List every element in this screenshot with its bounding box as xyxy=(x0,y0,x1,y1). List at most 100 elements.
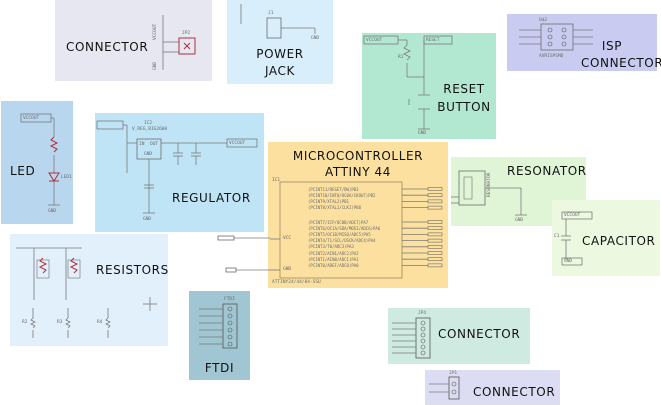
ftdi-pin xyxy=(227,320,233,326)
mcu-designator: IC1 xyxy=(272,178,281,183)
connector-top-pin-vcc: VCCOUT xyxy=(153,23,158,40)
power-jack-designator: J1 xyxy=(268,11,274,16)
isp-designator: U$2 xyxy=(539,18,548,23)
connector-mid-label: CONNECTOR xyxy=(438,327,521,341)
mcu-net-label-box xyxy=(427,232,443,237)
resistors-block: R2 R3 R4 RESISTORS xyxy=(10,234,168,346)
connector-top-schematic xyxy=(162,15,196,70)
mcu-pin-right: (PCINT2/AIN1/ADC2)PA2 xyxy=(308,250,359,256)
regulator-pin-gnd-label: GND xyxy=(144,152,153,157)
mcu-label-line2: ATTINY 44 xyxy=(324,165,392,179)
mcu-pin-right: (PCINT8/XTAL1/CLKI)PB0 xyxy=(308,205,361,211)
mcu-pin-right: (PCINT7/ICP/OC0B/ADC7)PA7 xyxy=(308,219,369,225)
connector-mid-block: JP4 CONNECTOR xyxy=(388,308,530,364)
connector-bot-block: JP1 CONNECTOR xyxy=(425,370,560,405)
mcu-pin-gnd: GND xyxy=(283,267,292,272)
reset-button-block: VCCOUT RESET R1 GND RESET BUTTON xyxy=(362,33,496,139)
regulator-pin-out: OUT xyxy=(150,142,159,147)
microcontroller-block: MICROCONTROLLER ATTINY 44 IC1 VCC GND AT… xyxy=(268,142,448,288)
capacitor-pin-gnd: GND xyxy=(564,259,573,264)
mcu-pin-right: (PCINT0/AREF/ADC0)PA0 xyxy=(308,262,359,268)
connector-mid-pin xyxy=(420,332,426,338)
power-jack-pin-gnd: GND xyxy=(311,36,320,41)
isp-connector-block: U$2 AVRISPSMD ISP CONNECTOR xyxy=(507,14,661,71)
resonator-part: RESONATOR xyxy=(487,172,492,197)
resistors-schematic xyxy=(16,247,157,338)
ftdi-block: FTDI FTDI xyxy=(189,291,250,380)
mcu-net-label-box xyxy=(427,257,443,261)
ftdi-schematic xyxy=(199,303,238,349)
mcu-pin-vcc: VCC xyxy=(283,236,292,241)
reset-pin-gnd: GND xyxy=(418,131,427,136)
mcu-pin-right: (PCINT10/INT0/OC0A/CKOUT)PB2 xyxy=(308,192,376,198)
mcu-net-label-box xyxy=(427,220,443,224)
connector-mid-schematic xyxy=(392,317,431,359)
resistor-r2: R2 xyxy=(22,320,28,325)
connector-mid-pin xyxy=(420,350,426,356)
capacitor-label: CAPACITOR xyxy=(582,234,656,248)
capacitor-net: VCCOUT xyxy=(564,213,581,218)
mcu-pin-right: (PCINT4/T1/SCL/USCK/ADC4)PA4 xyxy=(308,238,376,244)
connector-mid-pin xyxy=(420,326,426,332)
regulator-gnd: GND xyxy=(143,217,152,222)
mcu-pin-right: (PCINT5/OC1B/MISO/ADC5)PA5 xyxy=(308,231,371,237)
mcu-pin-right: (PCINT1/AIN0/ADC1)PA1 xyxy=(308,256,359,262)
connector-top-label: CONNECTOR xyxy=(66,40,149,54)
reset-button-schematic xyxy=(363,35,453,130)
mcu-pin-right: (PCINT9/XTAL2)PB1 xyxy=(308,198,349,204)
connector-mid-designator: JP4 xyxy=(418,311,427,316)
power-jack-block: J1 GND POWER JACK xyxy=(227,0,333,84)
mcu-net-label-box xyxy=(427,238,443,243)
isp-label-line1: ISP xyxy=(601,39,623,53)
power-jack-label-line1: POWER xyxy=(256,47,304,61)
isp-part: AVRISPSMD xyxy=(539,54,564,59)
mcu-net-label-box xyxy=(427,205,443,210)
mcu-net-label-box xyxy=(427,187,443,191)
connector-mid-pin xyxy=(420,344,426,350)
mcu-pin-right: (PCINT11/RESET/DW)PB3 xyxy=(308,186,359,192)
ftdi-pin xyxy=(227,313,233,319)
ftdi-pin xyxy=(227,334,233,340)
capacitor-designator: C1 xyxy=(554,234,560,239)
resonator-schematic xyxy=(451,170,527,216)
led-block: VCCOUT LED1 GND LED xyxy=(1,101,73,224)
led-designator: LED1 xyxy=(61,175,72,180)
ftdi-pin xyxy=(227,327,233,333)
resistor-r4: R4 xyxy=(97,320,103,325)
ftdi-label: FTDI xyxy=(204,361,235,375)
isp-label-line2: CONNECTOR xyxy=(581,56,661,70)
regulator-pin-in: IN xyxy=(139,142,145,147)
regulator-schematic xyxy=(96,120,258,214)
reset-label-line2: BUTTON xyxy=(437,100,491,114)
capacitor-block: VCCOUT C1 GND CAPACITOR xyxy=(552,200,660,276)
reset-net-reset: RESET xyxy=(426,38,440,43)
led-pin-gnd: GND xyxy=(48,209,57,214)
ftdi-designator: FTDI xyxy=(224,297,235,302)
regulator-designator: IC2 xyxy=(144,121,153,126)
mcu-label-line1: MICROCONTROLLER xyxy=(292,149,424,163)
led-net: VCCOUT xyxy=(23,116,40,121)
reset-net-vcc: VCCOUT xyxy=(366,38,383,43)
isp-connector-schematic xyxy=(519,23,593,51)
mcu-net-label-box xyxy=(427,193,443,197)
ftdi-pin xyxy=(227,341,233,347)
mcu-part: ATTINY24/44/84-SSU xyxy=(272,280,321,285)
mcu-pin-right: (PCINT3/T0/ADC3)PA3 xyxy=(308,244,354,250)
resonator-pin-gnd: GND xyxy=(515,218,524,223)
reset-label-line1: RESET xyxy=(443,82,485,96)
ftdi-pin xyxy=(227,306,233,312)
mcu-pin-right: (PCINT6/OC1A/SDA/MOSI/ADC6)PA6 xyxy=(308,225,381,231)
mcu-net-label-box xyxy=(427,226,443,230)
connector-top-designator: JP2 xyxy=(182,31,191,36)
reset-resistor-designator: R1 xyxy=(398,55,404,60)
resistors-label: RESISTORS xyxy=(96,263,169,277)
power-jack-schematic xyxy=(240,4,316,39)
regulator-part: V_REG_BIG2600 xyxy=(132,127,168,132)
power-jack-label-line2: JACK xyxy=(265,64,295,78)
regulator-net-out: VCCOUT xyxy=(229,141,246,146)
capacitor-schematic xyxy=(561,211,593,266)
resonator-label-text: RESONATOR xyxy=(507,164,587,178)
mcu-net-label-box xyxy=(427,245,443,249)
led-schematic xyxy=(20,113,60,206)
connector-bot-schematic xyxy=(429,376,460,400)
